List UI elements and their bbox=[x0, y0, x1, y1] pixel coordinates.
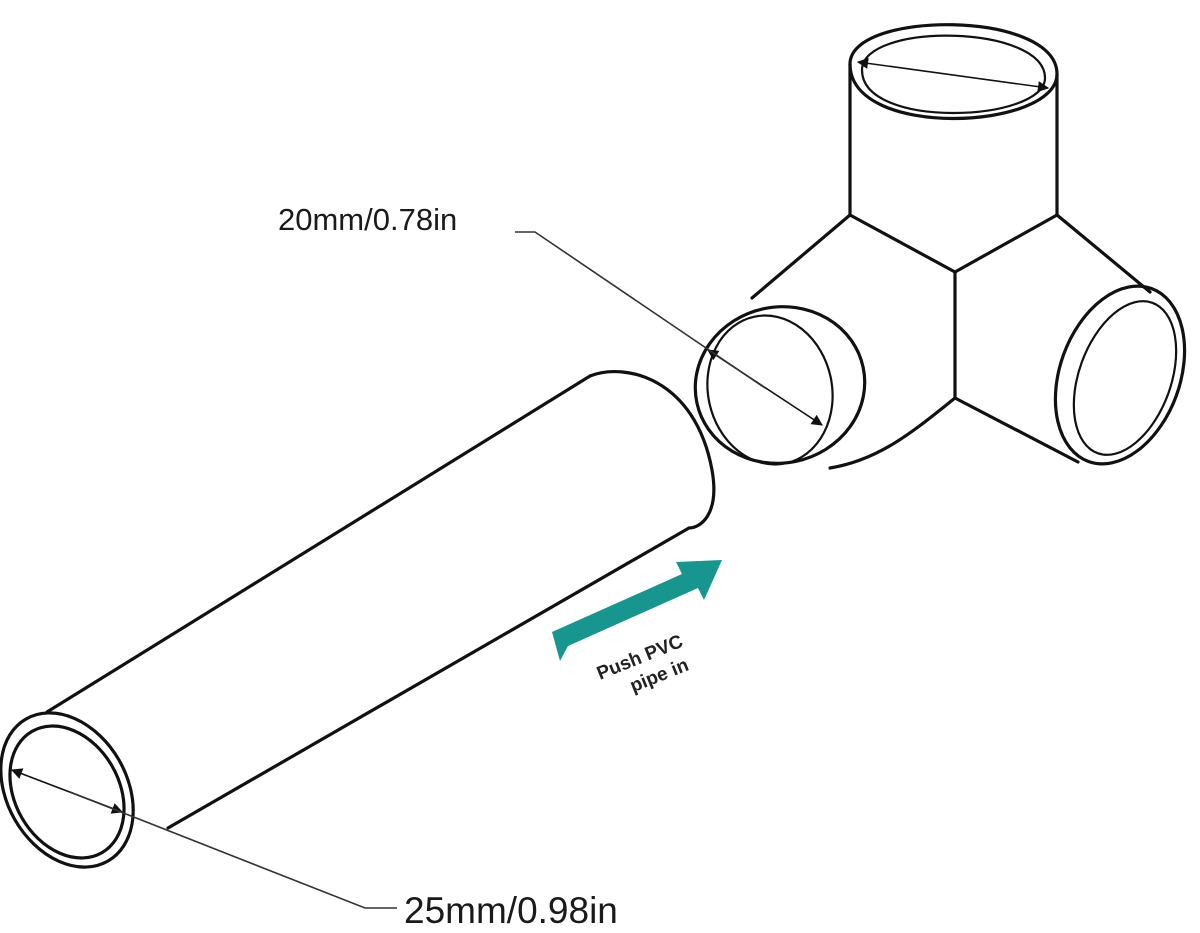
push-instruction: Push PVC pipe in bbox=[552, 560, 722, 697]
pipe-near-end-inner bbox=[8, 724, 126, 860]
push-arrow bbox=[552, 560, 722, 661]
three-way-fitting bbox=[693, 23, 1187, 470]
fitting-seam-top bbox=[848, 213, 1059, 274]
top-socket-base-right bbox=[1055, 213, 1152, 294]
pipe-far-end bbox=[588, 369, 716, 530]
fitting-diameter-label: 20mm/0.78in bbox=[278, 202, 457, 237]
right-socket-rim-outer bbox=[1053, 284, 1187, 466]
top-socket-dimension-line bbox=[856, 57, 1050, 93]
dimension-pipe: 25mm/0.98in bbox=[10, 768, 618, 931]
pipe-leader-line bbox=[69, 791, 397, 909]
left-socket-rim-outer bbox=[693, 305, 867, 465]
left-socket-bottom-edge bbox=[828, 396, 957, 470]
pipe-bottom-edge bbox=[166, 526, 691, 830]
fitting-leader-line bbox=[515, 231, 766, 389]
pipe-diameter-label: 25mm/0.98in bbox=[404, 890, 618, 931]
right-socket-bottom-edge bbox=[953, 396, 1080, 464]
pipe-top-edge bbox=[45, 374, 592, 714]
dimension-fitting: 20mm/0.78in bbox=[278, 57, 1050, 426]
top-socket-rim-outer bbox=[848, 23, 1059, 120]
top-socket-base-left bbox=[750, 213, 852, 300]
pipe-near-end-outer bbox=[0, 711, 135, 869]
pvc-pipe bbox=[0, 369, 716, 869]
right-socket-rim-inner bbox=[1072, 300, 1178, 456]
